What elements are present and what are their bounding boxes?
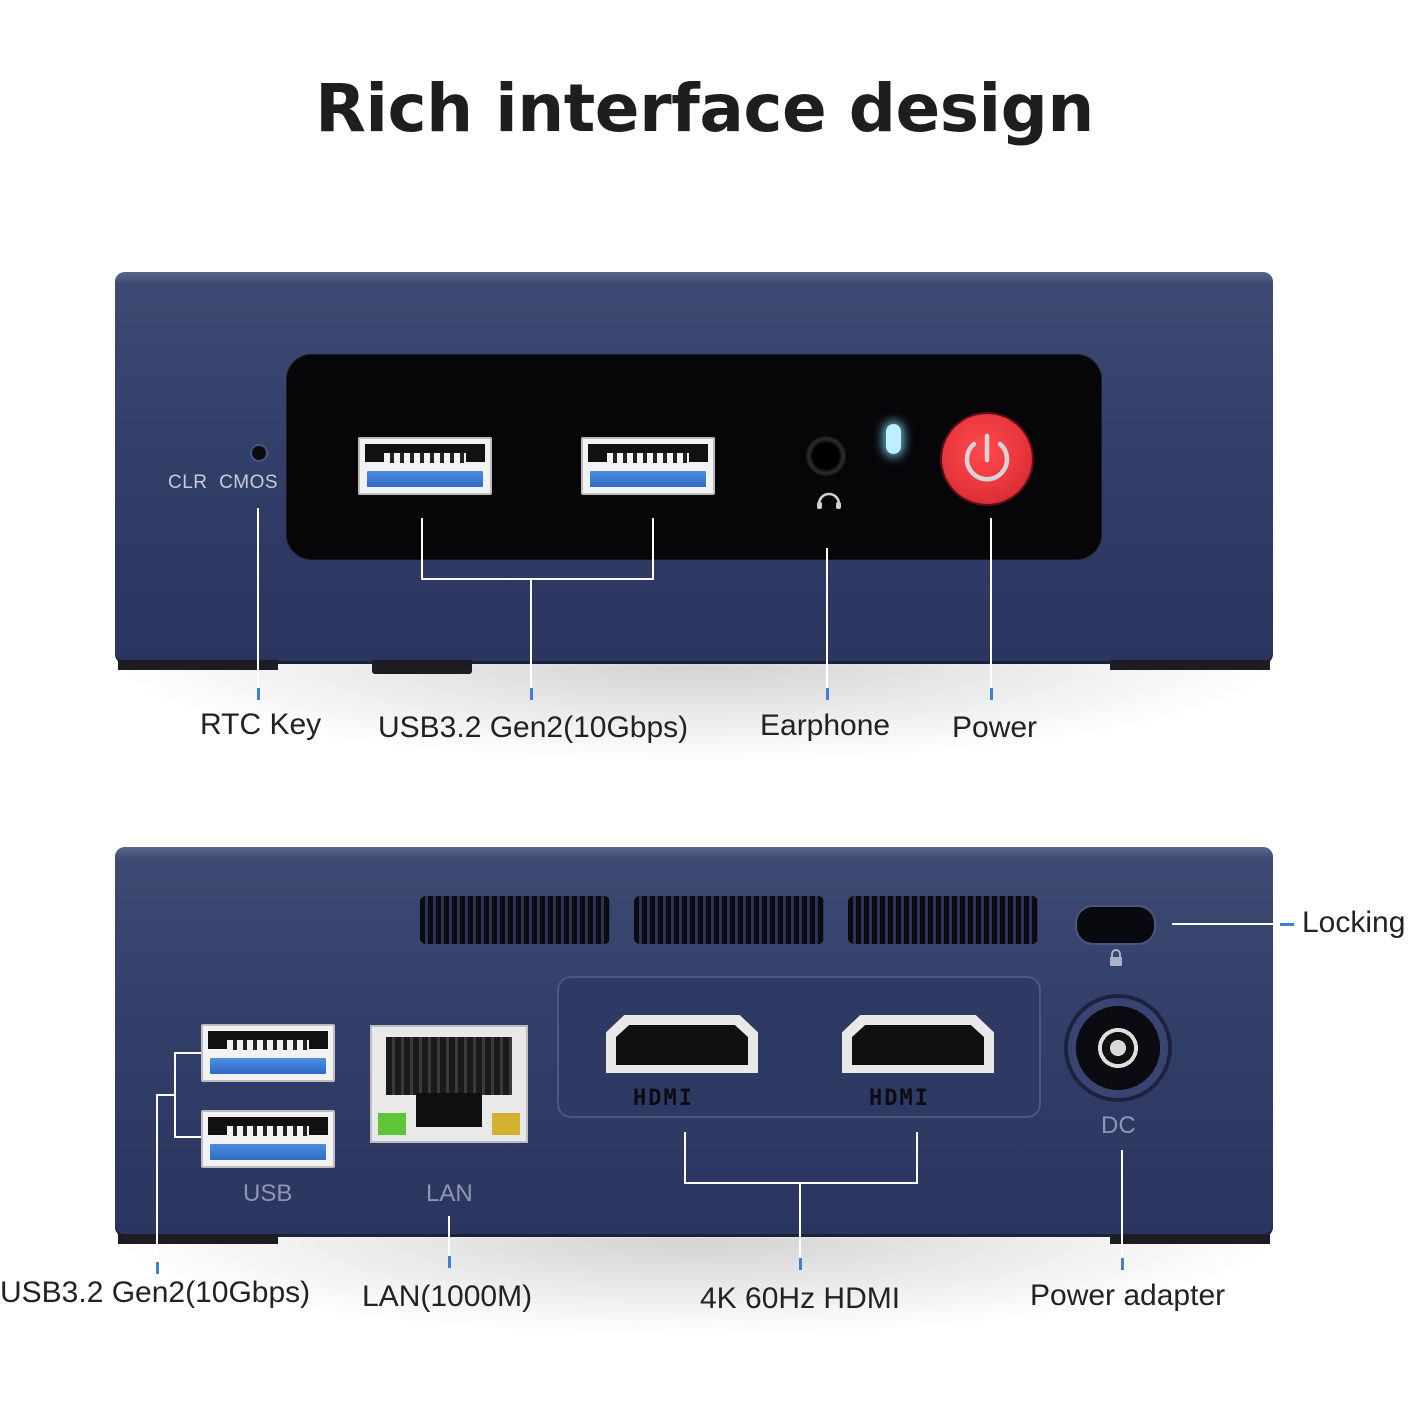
label-rtc-key: RTC Key bbox=[200, 708, 322, 741]
callout-bracket-front-usb bbox=[421, 518, 654, 580]
callout-line-back-usb bbox=[156, 1094, 158, 1262]
label-locking: Locking bbox=[1302, 906, 1406, 939]
front-device-top-edge bbox=[115, 272, 1273, 286]
hdmi-port-2[interactable] bbox=[842, 1015, 994, 1073]
front-foot-left bbox=[118, 660, 278, 670]
label-earphone: Earphone bbox=[760, 709, 891, 742]
label-front-usb: USB3.2 Gen2(10Gbps) bbox=[378, 711, 689, 744]
back-device-shadow bbox=[110, 1236, 1280, 1336]
front-foot-right bbox=[1110, 660, 1270, 670]
callout-line-power-adapter bbox=[1121, 1150, 1123, 1258]
back-usb-port-1[interactable] bbox=[201, 1024, 335, 1082]
front-usb-port-1[interactable] bbox=[358, 437, 492, 495]
label-lan: LAN(1000M) bbox=[362, 1280, 533, 1313]
back-foot-left bbox=[118, 1234, 278, 1244]
lan-led-yellow bbox=[492, 1113, 520, 1135]
back-device-top-edge bbox=[115, 847, 1273, 861]
callout-bracket-back-usb-arm bbox=[156, 1094, 176, 1096]
lock-slot[interactable] bbox=[1077, 907, 1154, 943]
callout-tick-lan bbox=[448, 1256, 451, 1268]
clr-cmos-label: CLR CMOS bbox=[168, 472, 279, 493]
front-foot-center bbox=[372, 660, 472, 674]
label-power-adapter: Power adapter bbox=[1030, 1279, 1226, 1312]
printed-lan-label: LAN bbox=[426, 1180, 473, 1207]
hdmi-logo-1: HDMI bbox=[633, 1086, 694, 1111]
vent-2 bbox=[634, 896, 824, 944]
callout-bracket-back-usb bbox=[174, 1052, 201, 1138]
earphone-jack[interactable] bbox=[806, 436, 846, 476]
callout-line-power bbox=[990, 518, 992, 688]
label-hdmi: 4K 60Hz HDMI bbox=[700, 1282, 901, 1315]
headset-icon bbox=[817, 492, 841, 509]
callout-line-earphone bbox=[826, 548, 828, 688]
callout-tick-hdmi bbox=[799, 1258, 802, 1270]
callout-line-front-usb bbox=[530, 578, 532, 688]
back-foot-right bbox=[1110, 1234, 1270, 1244]
lock-icon bbox=[1110, 949, 1122, 966]
lan-port[interactable] bbox=[370, 1025, 528, 1143]
clr-cmos-hole[interactable] bbox=[252, 446, 266, 460]
hdmi-port-1[interactable] bbox=[606, 1015, 758, 1073]
back-usb-port-2[interactable] bbox=[201, 1110, 335, 1168]
label-back-usb: USB3.2 Gen2(10Gbps) bbox=[0, 1276, 311, 1309]
callout-tick-power-adapter bbox=[1121, 1258, 1124, 1270]
printed-usb-label: USB bbox=[243, 1180, 293, 1207]
page-title: Rich interface design bbox=[315, 70, 1094, 147]
vent-1 bbox=[420, 896, 610, 944]
callout-tick-locking bbox=[1280, 923, 1294, 926]
printed-dc-label: DC bbox=[1101, 1112, 1136, 1139]
label-power: Power bbox=[952, 711, 1038, 744]
callout-tick-front-usb bbox=[530, 688, 533, 700]
callout-tick-earphone bbox=[826, 688, 829, 700]
front-usb-port-2[interactable] bbox=[581, 437, 715, 495]
front-device-shadow bbox=[110, 662, 1280, 762]
dc-jack[interactable] bbox=[1064, 994, 1172, 1102]
power-button[interactable] bbox=[942, 414, 1032, 504]
lan-led-green bbox=[378, 1113, 406, 1135]
power-icon bbox=[964, 433, 1010, 482]
callout-bracket-hdmi bbox=[684, 1132, 918, 1184]
callout-tick-rtc bbox=[257, 688, 260, 700]
callout-line-rtc bbox=[257, 508, 259, 688]
power-indicator-led bbox=[886, 424, 901, 454]
callout-line-lan bbox=[448, 1216, 450, 1256]
hdmi-logo-2: HDMI bbox=[869, 1086, 930, 1111]
vent-3 bbox=[848, 896, 1038, 944]
callout-tick-back-usb bbox=[156, 1262, 159, 1274]
callout-line-locking bbox=[1172, 923, 1280, 925]
callout-line-hdmi bbox=[799, 1182, 801, 1258]
callout-tick-power bbox=[990, 688, 993, 700]
